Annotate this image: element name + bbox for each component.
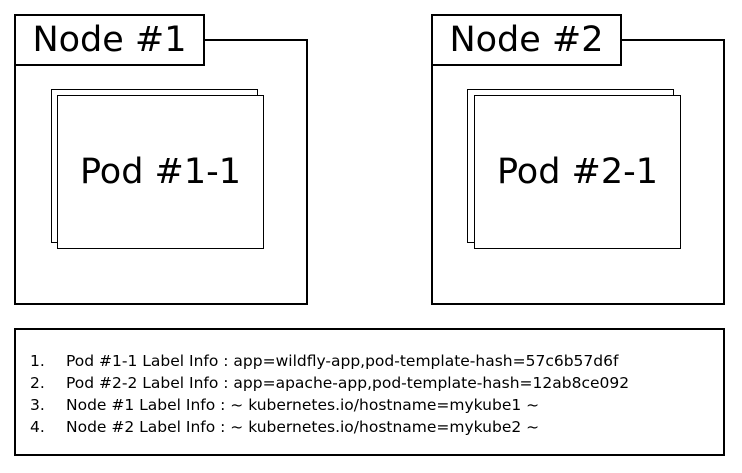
label-info-item: 3. Node #1 Label Info : ~ kubernetes.io/… [30,394,629,416]
pod-1-1-box: Pod #1-1 [57,95,264,249]
label-info-item: 4. Node #2 Label Info : ~ kubernetes.io/… [30,416,629,438]
label-info-box: 1. Pod #1-1 Label Info : app=wildfly-app… [14,328,725,456]
label-info-text: Pod #2-2 Label Info : app=apache-app,pod… [66,374,630,392]
label-info-item: 2. Pod #2-2 Label Info : app=apache-app,… [30,372,629,394]
label-info-number: 1. [30,352,45,370]
node-2-title: Node #2 [431,14,622,66]
label-info-text: Pod #1-1 Label Info : app=wildfly-app,po… [66,352,619,370]
label-info-item: 1. Pod #1-1 Label Info : app=wildfly-app… [30,350,629,372]
label-info-list: 1. Pod #1-1 Label Info : app=wildfly-app… [30,350,629,438]
label-info-text: Node #1 Label Info : ~ kubernetes.io/hos… [66,396,540,414]
pod-2-1-box: Pod #2-1 [474,95,681,249]
label-info-text: Node #2 Label Info : ~ kubernetes.io/hos… [66,418,540,436]
node-1-title: Node #1 [14,14,205,66]
label-info-number: 4. [30,418,45,436]
label-info-number: 2. [30,374,45,392]
label-info-number: 3. [30,396,45,414]
